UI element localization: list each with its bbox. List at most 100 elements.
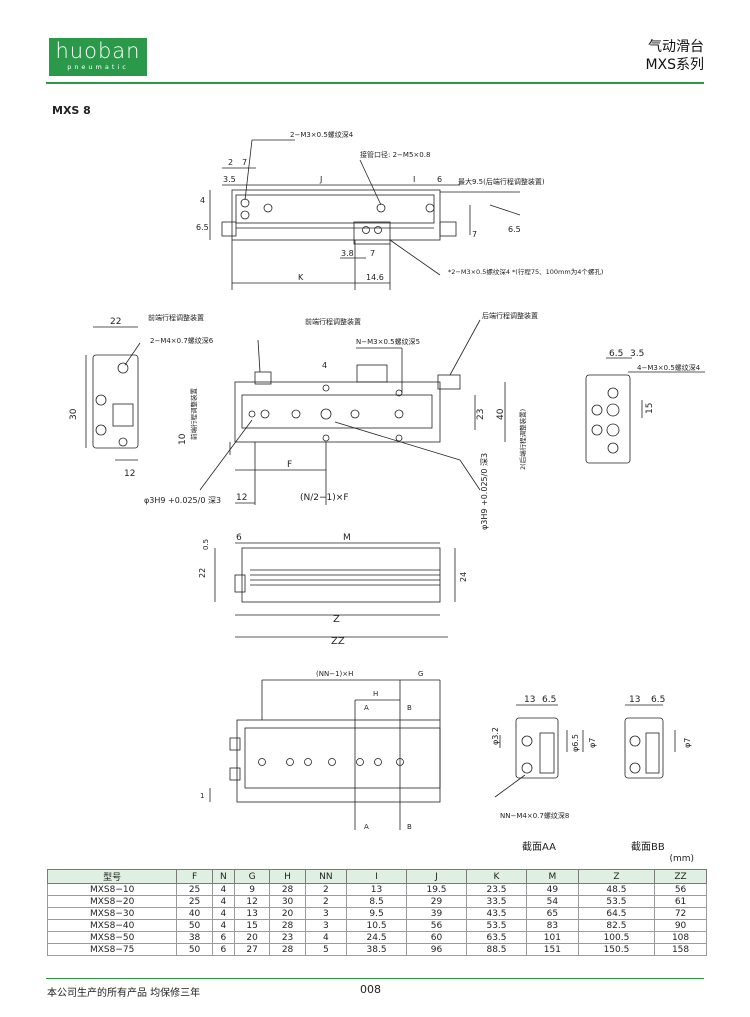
dim-label: K [298,273,304,282]
dim-label: 7 [370,249,375,258]
table-cell: 38 [176,931,213,944]
header-divider [46,82,704,84]
column-header: G [233,869,271,884]
callout-rear-adjuster: 后端行程调整装置 [482,311,538,320]
dim-label: G [418,670,423,678]
dim-label: 6.5 [651,695,665,705]
table-cell: 23.5 [466,883,527,896]
table-cell: 4 [304,931,348,944]
table-cell: 2 [304,895,348,908]
column-header: F [176,869,213,884]
main-body [234,381,441,443]
dim-label: 2 [228,158,233,167]
section-marker: B [407,823,412,831]
footer-divider [46,978,704,979]
main-view: 前端行程调整装置 后端行程调整装置 N−M3×0.5螺纹深5 4 23 40 1… [144,311,538,530]
column-header: NN [304,869,348,884]
top-table [235,194,435,224]
callout-front-adjuster: 前端行程调整装置 [148,313,204,322]
section-marker: A [364,823,369,831]
logo-text: huoban [55,39,141,63]
dim-label: φ7 [588,738,597,748]
callout-thread: 4−M3×0.5螺纹深4 [637,363,701,372]
table-cell: 40 [176,907,213,920]
column-header: I [346,869,408,884]
table-cell: 10.5 [346,919,408,932]
table-cell: 3 [304,919,348,932]
callout-port: 接管口径: 2−M5×0.8 [360,150,430,159]
front-adjuster [254,371,272,385]
table-cell: 43.5 [466,907,527,920]
warranty-note: 本公司生产的所有产品 均保修三年 [47,988,201,999]
dim-label: 7 [242,158,247,167]
column-header: ZZ [654,869,707,884]
section-aa-body [515,717,559,779]
dim-label: ZZ [331,636,345,647]
vertical-callout: 2(后端行程调整装置) [518,409,527,470]
table-cell: 63.5 [466,931,527,944]
table-cell: 12 [233,895,271,908]
right-end-view: 6.5 3.5 4−M3×0.5螺纹深4 15 [585,349,705,464]
dim-label: 6.5 [609,349,623,359]
dim-label: 24 [459,572,468,582]
table-cell: MXS8−20 [46,895,178,908]
table-cell: 20 [233,931,271,944]
callout-thread-bottom: *2−M3×0.5螺纹深4 *(行程75、100mm为4个螺孔) [448,267,603,276]
callout-front-adjuster: 前端行程调整装置 [305,317,361,326]
main-port-block [356,364,388,383]
table-cell: 82.5 [577,919,656,932]
dim-label: (NN−1)×H [316,670,353,678]
table-cell: 96 [406,943,467,956]
bottom-view: (NN−1)×H G H A B A B 1 [200,670,441,831]
table-cell: 72 [654,907,707,920]
table-cell: 39 [406,907,467,920]
column-header: 型号 [46,869,178,884]
table-cell: 25 [176,883,213,896]
dim-label: 22 [110,317,121,327]
table-cell: 13 [233,907,271,920]
table-cell: 56 [654,883,707,896]
table-cell: 151 [525,943,579,956]
caption-section-aa: 截面AA [522,842,556,853]
table-cell: 108 [654,931,707,944]
column-header: J [406,869,467,884]
table-cell: 48.5 [577,883,656,896]
rear-adjuster [437,374,461,390]
side-body [92,354,139,449]
table-cell: 30 [269,895,306,908]
table-cell: MXS8−50 [46,931,178,944]
table-cell: 28 [269,943,306,956]
dim-label: 13 [629,695,640,705]
bottom-body [236,719,441,803]
dim-label: φ6.5 [571,734,580,752]
dim-label: φ3.2 [491,727,500,745]
dim-label: 4 [322,361,327,370]
table-cell: 9 [233,883,271,896]
dim-label: 6.5 [196,223,209,232]
model-label: MXS 8 [52,104,91,117]
formula-label: (N/2−1)×F [300,493,349,503]
table-cell: 54 [525,895,579,908]
logo-subtext: pneumatic [67,63,129,71]
dim-label: 22 [198,568,207,578]
table-cell: 28 [269,883,306,896]
section-marker: B [407,704,412,712]
column-header: Z [577,869,656,884]
dim-label: 3.8 [341,249,354,258]
callout-nn: NN−M4×0.7螺纹深8 [500,811,569,820]
dim-label: H [373,690,378,698]
table-cell: 6 [211,931,235,944]
table-cell: 90 [654,919,707,932]
caption-section-bb: 截面BB [631,842,665,853]
table-cell: 60 [406,931,467,944]
dim-label: 7 [472,230,477,239]
table-cell: 4 [211,919,235,932]
dim-label: 23 [476,409,486,420]
table-cell: 5 [304,943,348,956]
dim-label: 30 [69,408,79,420]
table-cell: 4 [211,895,235,908]
table-cell: 13 [346,883,408,896]
table-cell: MXS8−10 [46,883,178,896]
dim-label: F [287,460,292,470]
